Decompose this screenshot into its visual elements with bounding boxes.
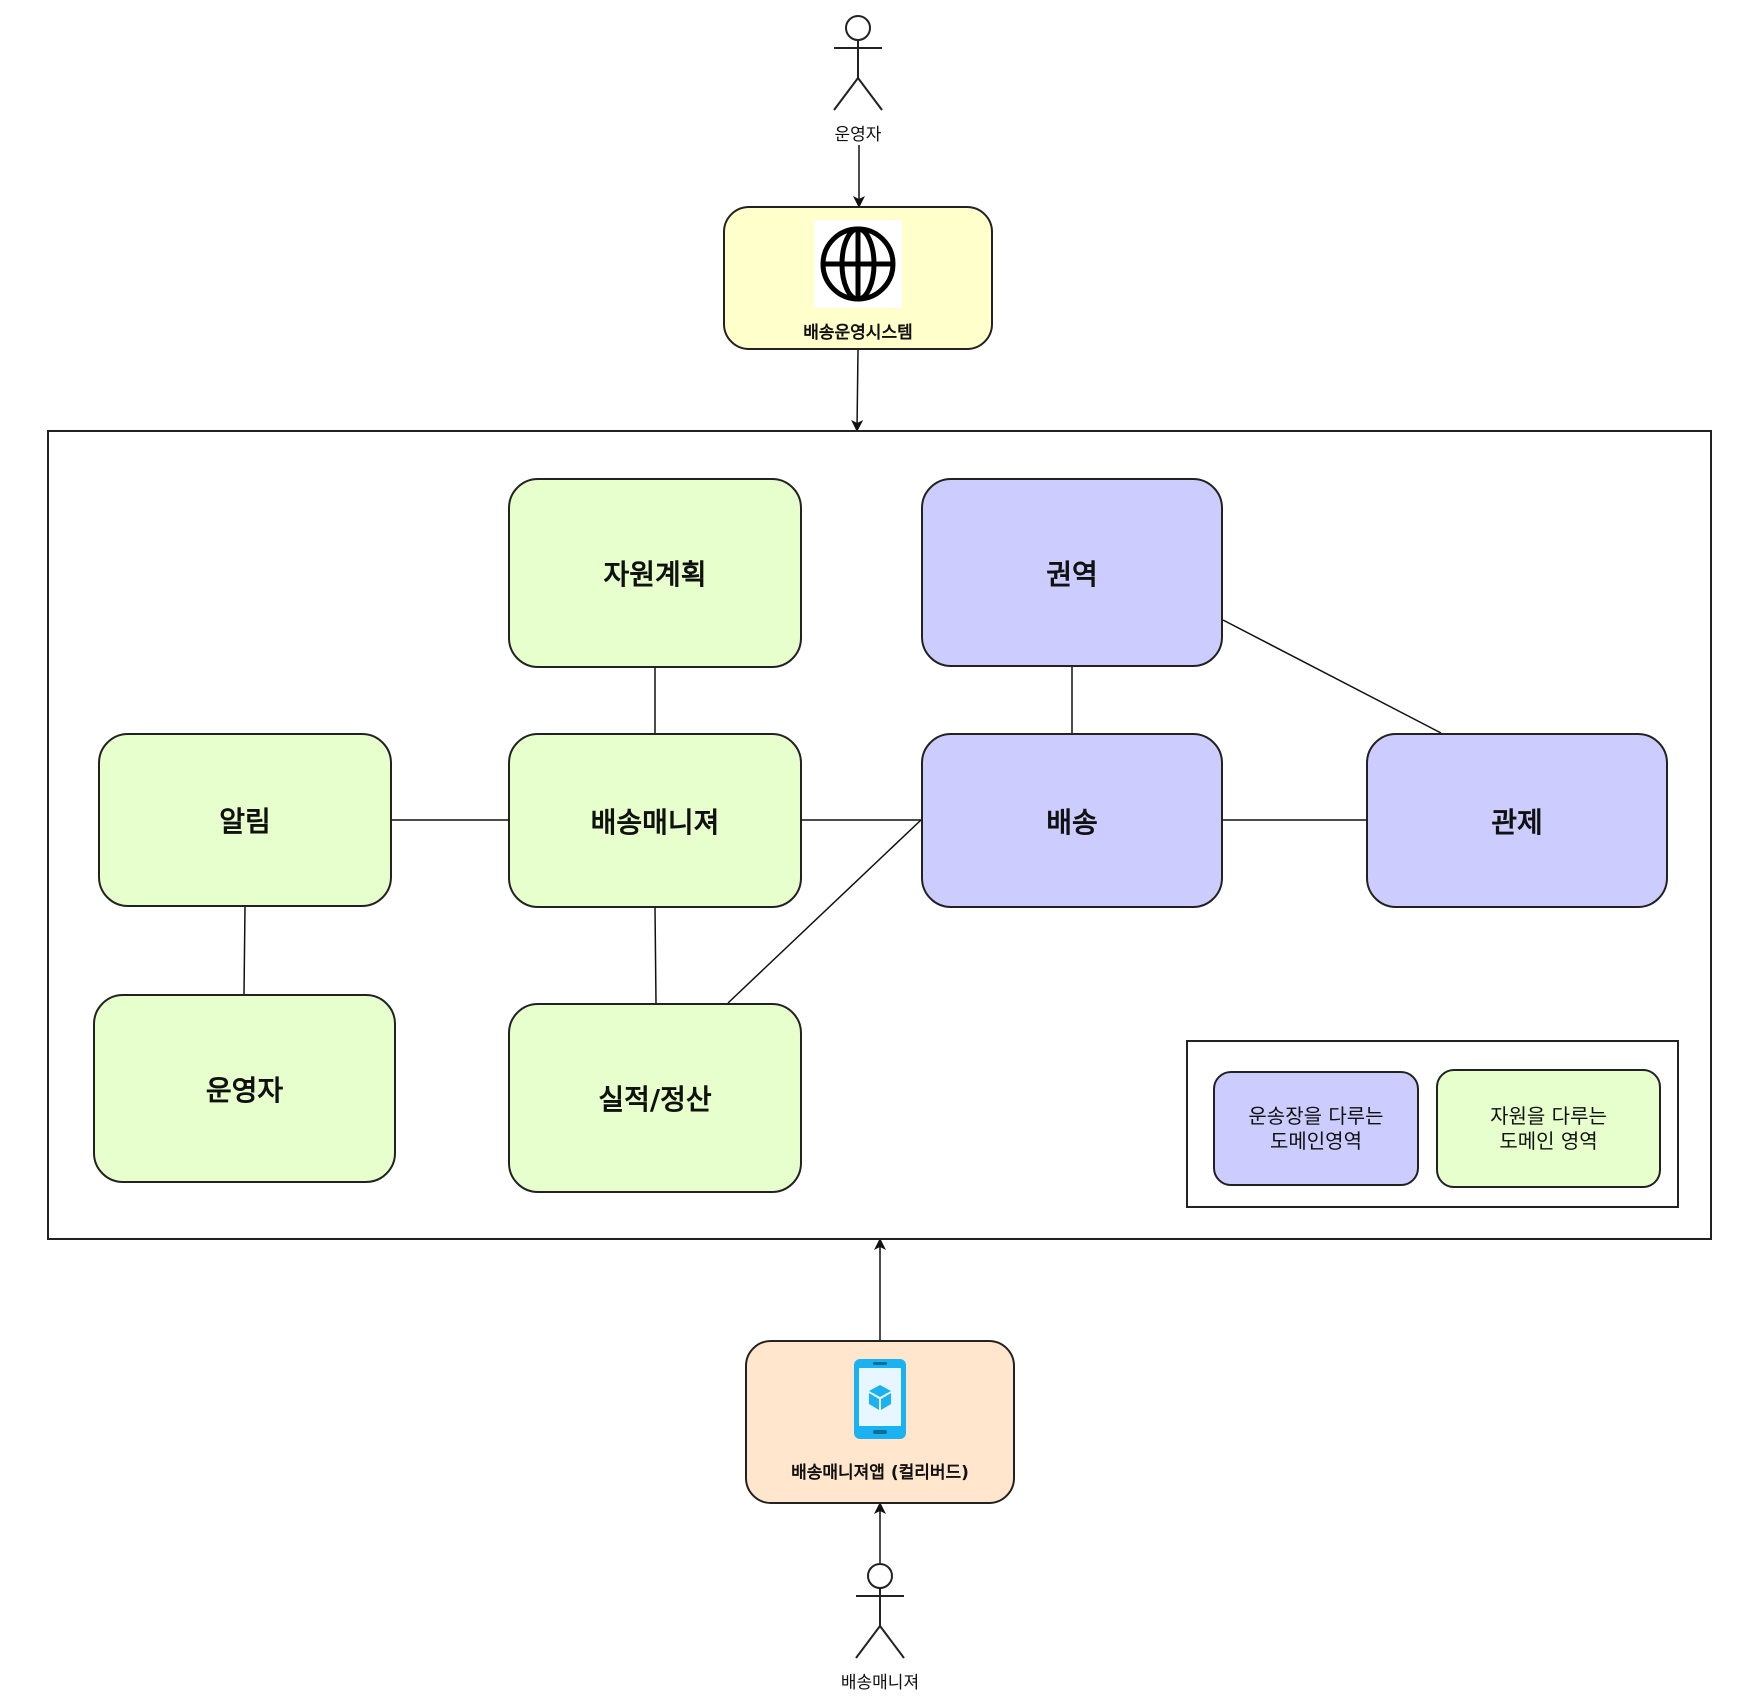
mobile-app-icon xyxy=(853,1358,907,1444)
domain-resource-planning[interactable]: 자원계획 xyxy=(508,478,802,668)
delivery-operation-system-label: 배송운영시스템 xyxy=(803,323,913,343)
legend-box xyxy=(1186,1040,1679,1208)
domain-operator[interactable]: 운영자 xyxy=(93,994,396,1183)
arrow-web-to-platform xyxy=(851,349,864,432)
domain-delivery-manager-label: 배송매니져 xyxy=(590,805,720,839)
operator-actor-label: 운영자 xyxy=(834,125,882,145)
operator-actor-figure xyxy=(833,15,883,111)
legend-waybill-domain: 운송장을 다루는 도메인영역 xyxy=(1213,1071,1419,1186)
delivery-manager-actor-figure xyxy=(855,1563,905,1659)
domain-delivery-label: 배송 xyxy=(1046,805,1098,839)
link-settlement-delivery xyxy=(727,819,922,1004)
globe-icon xyxy=(814,220,902,308)
domain-resource-planning-label: 자원계획 xyxy=(603,558,707,591)
delivery-manager-app-node[interactable]: 배송매니져앱 (컬리버드) xyxy=(745,1340,1015,1504)
domain-delivery-manager[interactable]: 배송매니져 xyxy=(508,733,802,908)
domain-delivery[interactable]: 배송 xyxy=(921,733,1223,908)
link-region-control xyxy=(1222,619,1442,734)
legend-resource-domain: 자원을 다루는 도메인 영역 xyxy=(1436,1069,1661,1188)
domain-notification-label: 알림 xyxy=(219,805,271,838)
domain-control[interactable]: 관제 xyxy=(1366,733,1668,908)
domain-performance-settlement[interactable]: 실적/정산 xyxy=(508,1003,802,1193)
domain-platform-container xyxy=(47,430,1712,1240)
domain-performance-settlement-label: 실적/정산 xyxy=(598,1083,712,1116)
domain-notification[interactable]: 알림 xyxy=(98,733,392,907)
delivery-operation-system-node[interactable]: 배송운영시스템 xyxy=(723,206,993,350)
link-notification-operator xyxy=(243,906,246,995)
domain-region[interactable]: 권역 xyxy=(921,478,1223,667)
link-manager-settlement xyxy=(654,907,657,1004)
domain-control-label: 관제 xyxy=(1491,805,1543,839)
domain-region-label: 권역 xyxy=(1046,557,1098,591)
delivery-manager-app-label: 배송매니져앱 (컬리버드) xyxy=(791,1463,969,1483)
domain-operator-label: 운영자 xyxy=(205,1073,284,1107)
delivery-manager-actor-label: 배송매니져 xyxy=(840,1673,920,1693)
